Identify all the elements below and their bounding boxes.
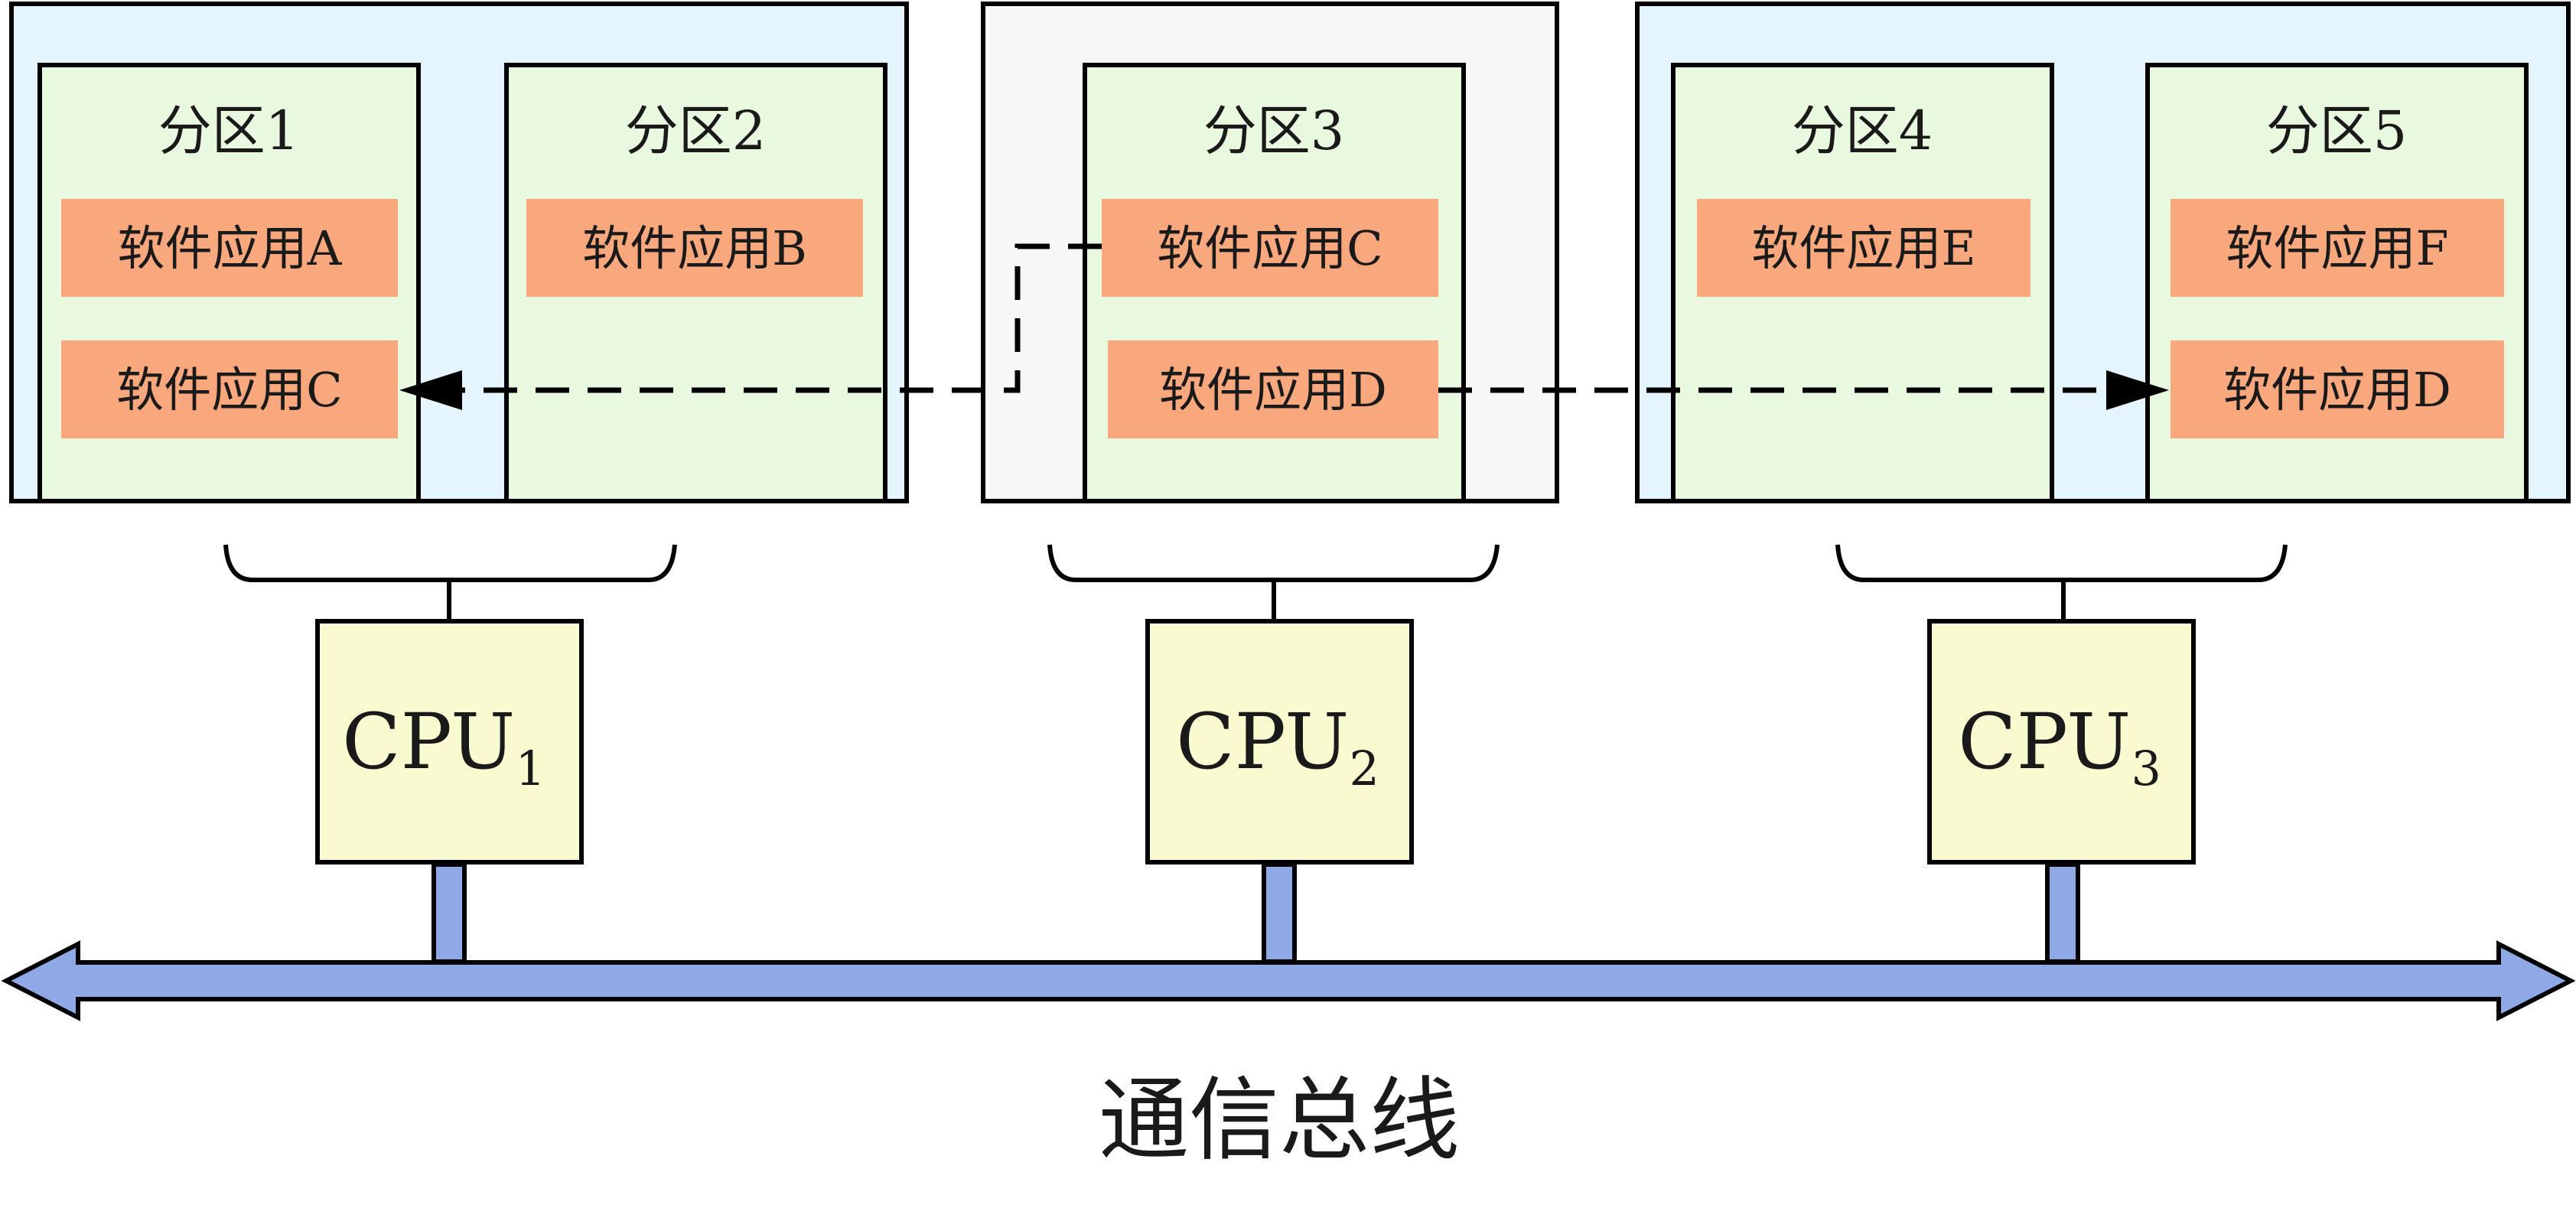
app-box-c-partition1: 软件应用C xyxy=(61,340,398,438)
app-b-label: 软件应用B xyxy=(582,220,807,276)
app-box-d-partition3: 软件应用D xyxy=(1108,340,1438,438)
app-c-p1-label: 软件应用C xyxy=(116,362,342,418)
app-e-label: 软件应用E xyxy=(1751,220,1975,276)
app-box-a: 软件应用A xyxy=(61,199,398,297)
brace-cpu3 xyxy=(1835,544,2288,582)
app-box-b: 软件应用B xyxy=(526,199,863,297)
cpu-1-box: CPU1 xyxy=(315,619,584,864)
app-box-d-partition5: 软件应用D xyxy=(2171,340,2504,438)
partition-2-title: 分区2 xyxy=(625,99,767,162)
app-c-p3-label: 软件应用C xyxy=(1157,220,1382,276)
cpu-3-label: CPU xyxy=(1958,697,2131,786)
partition-1-title: 分区1 xyxy=(158,99,300,162)
app-a-label: 软件应用A xyxy=(118,220,343,276)
brace-cpu2 xyxy=(1047,544,1500,582)
cpu-3-box: CPU3 xyxy=(1927,619,2196,864)
cpu-2-subscript: 2 xyxy=(1349,741,1379,796)
cpu-2-label: CPU xyxy=(1176,697,1349,786)
cpu-1-label: CPU xyxy=(342,697,515,786)
bus-stub-cpu1 xyxy=(432,862,467,964)
app-d-p3-label: 软件应用D xyxy=(1159,362,1387,418)
arrowhead-to-app-d xyxy=(2106,370,2169,410)
arrowhead-to-app-c xyxy=(399,370,462,410)
bus-stub-cpu3 xyxy=(2045,862,2080,964)
partition-3-title: 分区3 xyxy=(1203,99,1345,162)
ipc-path-c-to-c xyxy=(451,243,1102,393)
cpu-1-subscript: 1 xyxy=(515,741,545,796)
svg-text:CPU1: CPU1 xyxy=(342,697,545,796)
app-box-e: 软件应用E xyxy=(1697,199,2031,297)
bus-label: 通信总线 xyxy=(1099,1067,1460,1173)
cpu-2-box: CPU2 xyxy=(1145,619,1414,864)
app-box-c-partition3: 软件应用C xyxy=(1102,199,1438,297)
svg-text:CPU2: CPU2 xyxy=(1176,697,1379,796)
app-box-f: 软件应用F xyxy=(2171,199,2504,297)
app-d-p5-label: 软件应用D xyxy=(2223,362,2451,418)
app-f-label: 软件应用F xyxy=(2226,220,2448,276)
bus-stub-cpu2 xyxy=(1262,862,1297,964)
partition-4-title: 分区4 xyxy=(1792,99,1933,162)
cpu-3-subscript: 3 xyxy=(2131,741,2161,796)
brace-cpu1 xyxy=(223,544,677,582)
partition-5-title: 分区5 xyxy=(2266,99,2408,162)
svg-text:CPU3: CPU3 xyxy=(1958,697,2161,796)
communication-bus-arrow xyxy=(1,940,2576,1021)
